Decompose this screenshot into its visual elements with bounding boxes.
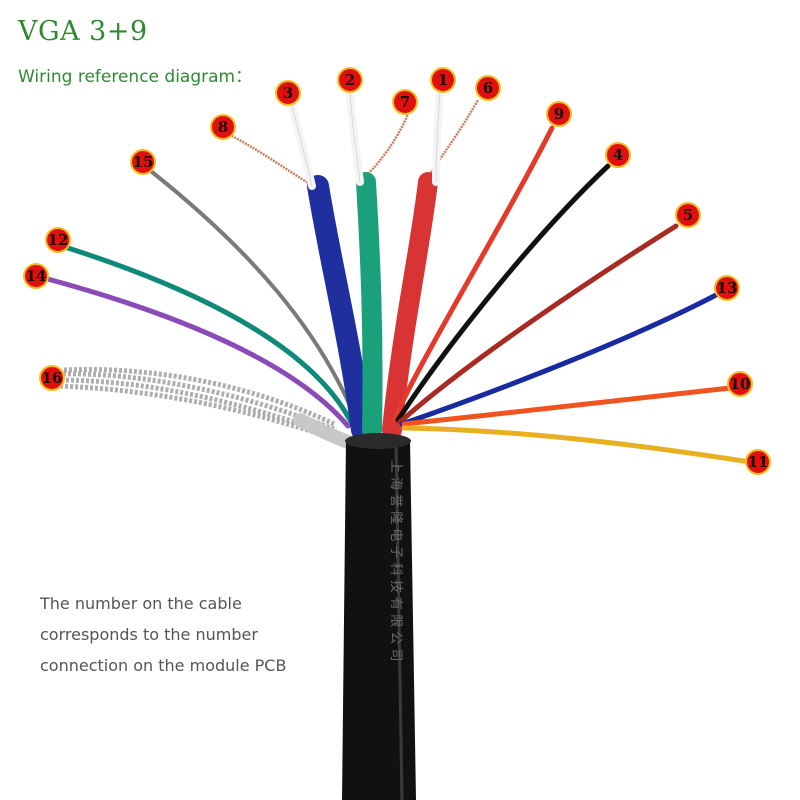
wire-label-14: 14	[23, 263, 49, 289]
wire-5	[397, 223, 679, 425]
wire-label-number: 16	[42, 369, 63, 387]
wire-label-number: 15	[133, 153, 154, 171]
wire-label-6: 6	[475, 75, 501, 101]
cable-jacket-print: 上 海 誉 隆 电 子 科 技 有 限 公 司	[388, 460, 403, 661]
wire-label-16: 16	[39, 365, 65, 391]
wire-label-number: 5	[683, 206, 693, 224]
wire-1-jacket	[382, 172, 438, 440]
wire-11	[401, 425, 753, 465]
wire-label-badge	[714, 275, 740, 301]
cable-note: The number on the cable corresponds to t…	[40, 594, 287, 675]
wire-label-5: 5	[675, 202, 701, 228]
wire-label-badge	[727, 371, 753, 397]
wire-2-core-edge	[349, 91, 361, 183]
braid-shield-strand	[63, 367, 336, 427]
wire-group	[41, 88, 753, 465]
wire-label-badge	[546, 101, 572, 127]
wire-label-number: 8	[218, 118, 228, 136]
wire-label-number: 4	[613, 146, 623, 164]
wire-label-1: 1	[430, 67, 456, 93]
wire-label-badge	[130, 149, 156, 175]
wire-3-jacket	[307, 175, 373, 441]
wire-label-8: 8	[210, 114, 236, 140]
wire-label-number: 2	[345, 71, 355, 89]
cable-jacket-highlight	[394, 441, 404, 800]
cable-jacket-group: 上 海 誉 隆 电 子 科 技 有 限 公 司	[342, 433, 416, 800]
wire-label-10: 10	[727, 371, 753, 397]
wire-1-core-edge	[435, 91, 441, 183]
diagram-title: VGA 3+9	[18, 16, 148, 47]
wire-13	[399, 291, 721, 427]
wire-label-badge	[275, 80, 301, 106]
wire-12	[65, 245, 355, 427]
wire-label-7: 7	[392, 89, 418, 115]
wire-label-number: 14	[26, 267, 47, 285]
wire-14	[41, 275, 351, 429]
wire-label-number: 13	[717, 279, 738, 297]
braid-shield-group	[55, 367, 367, 453]
wire-label-badge	[45, 227, 71, 253]
wire-9	[391, 125, 555, 423]
wire-7-drain	[365, 113, 410, 177]
braid-shield-strand	[59, 383, 339, 443]
wire-label-number: 6	[483, 79, 493, 97]
wire-label-number: 12	[48, 231, 69, 249]
wire-label-badge	[23, 263, 49, 289]
wire-label-number: 9	[554, 105, 564, 123]
wire-label-number: 3	[283, 84, 293, 102]
wire-4	[395, 163, 611, 423]
wire-label-badge	[745, 449, 771, 475]
wire-label-number: 7	[400, 93, 410, 111]
wire-label-number: 10	[730, 375, 751, 393]
wire-label-13: 13	[714, 275, 740, 301]
wire-label-12: 12	[45, 227, 71, 253]
wire-label-4: 4	[605, 142, 631, 168]
wire-10	[401, 385, 733, 427]
wire-2-jacket	[356, 172, 383, 440]
wire-3-core-edge	[291, 105, 313, 187]
wire-label-15: 15	[130, 149, 156, 175]
wire-label-9: 9	[546, 101, 572, 127]
wire-15	[150, 170, 358, 422]
wire-label-badge	[392, 89, 418, 115]
wire-label-badge	[605, 142, 631, 168]
wire-label-number: 1	[438, 71, 448, 89]
wire-label-badge	[337, 67, 363, 93]
wire-6-drain	[424, 99, 480, 181]
wire-label-2: 2	[337, 67, 363, 93]
wire-label-badge	[675, 202, 701, 228]
cable-jacket	[342, 440, 416, 800]
wire-label-badge	[475, 75, 501, 101]
wire-label-badge	[39, 365, 65, 391]
wire-label-badge	[430, 67, 456, 93]
braid-shield-strand	[55, 377, 337, 439]
diagram-subtitle: Wiring reference diagram：	[18, 67, 253, 87]
wire-label-badge	[210, 114, 236, 140]
wire-label-11: 11	[745, 449, 771, 475]
cable-jacket-end	[345, 433, 411, 449]
wire-label-3: 3	[275, 80, 301, 106]
wire-8-drain	[231, 134, 311, 186]
wire-label-number: 11	[748, 453, 769, 471]
